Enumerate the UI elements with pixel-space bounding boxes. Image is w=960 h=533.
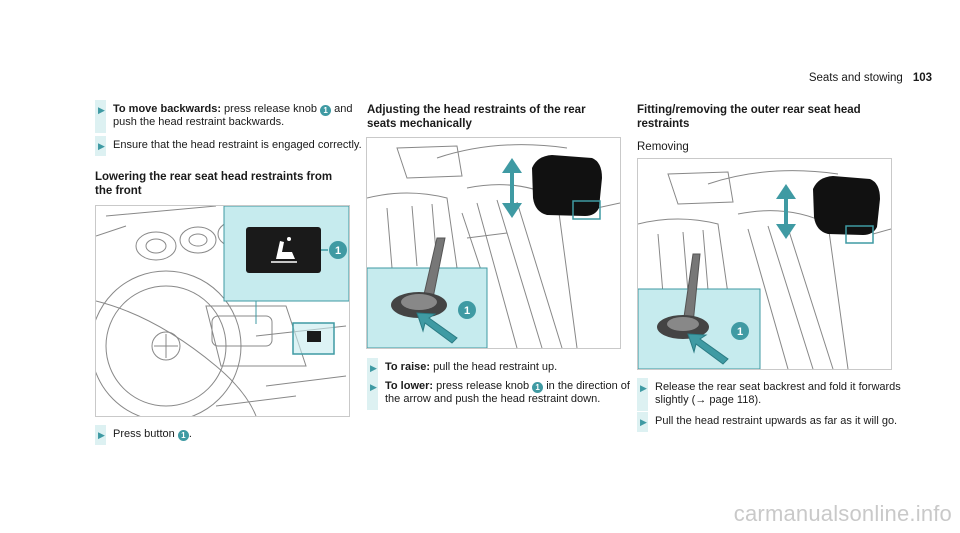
step-move-backwards: ▶ To move backwards: press release knob … [95, 100, 368, 133]
figure-callout-1: 1 [737, 326, 743, 338]
step-release-backrest: ▶ Release the rear seat backrest and fol… [637, 378, 910, 411]
section-heading-lowering: Lowering the rear seat head restraints f… [95, 171, 333, 197]
watermark-text: carmanualsonline.info [733, 501, 952, 526]
section-title: Seats and stowing [808, 72, 903, 84]
section-heading-fitting: Fitting/removing the outer rear seat hea… [637, 104, 861, 130]
callout-badge: 1 [532, 382, 544, 393]
subheading-removing: Removing [637, 141, 689, 153]
triangle-right-icon: ▶ [98, 141, 105, 151]
step-to-lower: ▶ To lower: press release knob 1 in the … [367, 377, 637, 410]
triangle-right-icon: ▶ [640, 383, 647, 393]
page-header: Seats and stowing 103 [809, 72, 932, 84]
figure-callout-1: 1 [335, 245, 341, 257]
figure-front-console: 1 [95, 205, 350, 417]
figure-callout-1: 1 [464, 305, 470, 317]
triangle-right-icon: ▶ [98, 105, 105, 115]
step-ensure-engaged: ▶ Ensure that the head restraint is enga… [95, 136, 368, 156]
step-pull-upwards: ▶ Pull the head restraint upwards as far… [637, 412, 910, 432]
page-number: 103 [912, 72, 932, 84]
figure-rear-seat-adjust: 1 [366, 137, 621, 349]
triangle-right-icon: ▶ [640, 417, 647, 427]
triangle-right-icon: ▶ [98, 430, 105, 440]
triangle-right-icon: ▶ [370, 363, 377, 373]
callout-badge: 1 [320, 105, 332, 116]
figure-rear-seat-remove: 1 [637, 158, 892, 370]
triangle-right-icon: ▶ [370, 382, 377, 392]
step-press-button: ▶ Press button 1. [95, 425, 368, 445]
callout-badge: 1 [177, 430, 189, 441]
step-to-raise: ▶ To raise: pull the head restraint up. [367, 358, 637, 378]
section-heading-adjusting: Adjusting the head restraints of the rea… [367, 104, 586, 130]
